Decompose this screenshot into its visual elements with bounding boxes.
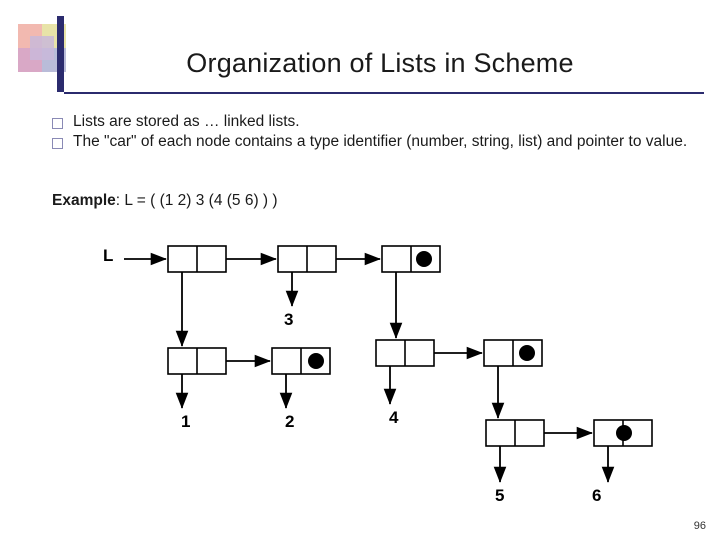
nil-dot-icon bbox=[416, 251, 432, 267]
diagram-label-2: 2 bbox=[285, 412, 295, 431]
diagram-label-3: 3 bbox=[284, 310, 294, 329]
cons-cell bbox=[381, 245, 441, 273]
diagram-label-6: 6 bbox=[592, 486, 602, 505]
diagram-label-4: 4 bbox=[389, 408, 399, 427]
diagram-label-5: 5 bbox=[495, 486, 505, 505]
cons-cell bbox=[375, 339, 435, 367]
deco-square-purple bbox=[30, 36, 54, 60]
bullet-list: Lists are stored as … linked lists. The … bbox=[52, 112, 692, 152]
list-item: Lists are stored as … linked lists. bbox=[52, 112, 692, 131]
bullet-text: The "car" of each node contains a type i… bbox=[73, 133, 688, 150]
bullet-text: Lists are stored as … linked lists. bbox=[73, 113, 300, 130]
diagram-label-L: L bbox=[103, 246, 114, 265]
pointer-arrows bbox=[124, 252, 615, 483]
nil-dot-icon bbox=[308, 353, 324, 369]
cons-cell bbox=[483, 339, 543, 367]
cons-cell bbox=[167, 347, 227, 375]
cons-cell bbox=[167, 245, 227, 273]
cons-cell bbox=[593, 419, 653, 447]
example-line: Example: L = ( (1 2) 3 (4 (5 6) ) ) bbox=[52, 192, 278, 210]
deco-vertical-bar bbox=[57, 16, 64, 92]
cons-cell bbox=[271, 347, 331, 375]
example-expression: L = ( (1 2) 3 (4 (5 6) ) ) bbox=[124, 192, 278, 209]
diagram-label-1: 1 bbox=[181, 412, 191, 431]
list-item: The "car" of each node contains a type i… bbox=[52, 132, 692, 151]
nil-markers bbox=[308, 251, 632, 441]
page-number: 96 bbox=[693, 520, 706, 532]
decorative-corner-blocks bbox=[0, 0, 90, 100]
cons-cell bbox=[485, 419, 545, 447]
nil-dot-icon bbox=[519, 345, 535, 361]
title-divider bbox=[64, 92, 704, 94]
nil-dot-icon bbox=[616, 425, 632, 441]
page-title: Organization of Lists in Scheme bbox=[186, 48, 574, 78]
cons-cell bbox=[277, 245, 337, 273]
square-bullet-icon bbox=[52, 138, 63, 149]
square-bullet-icon bbox=[52, 118, 63, 129]
example-separator: : bbox=[115, 192, 125, 209]
example-label: Example bbox=[52, 192, 116, 209]
